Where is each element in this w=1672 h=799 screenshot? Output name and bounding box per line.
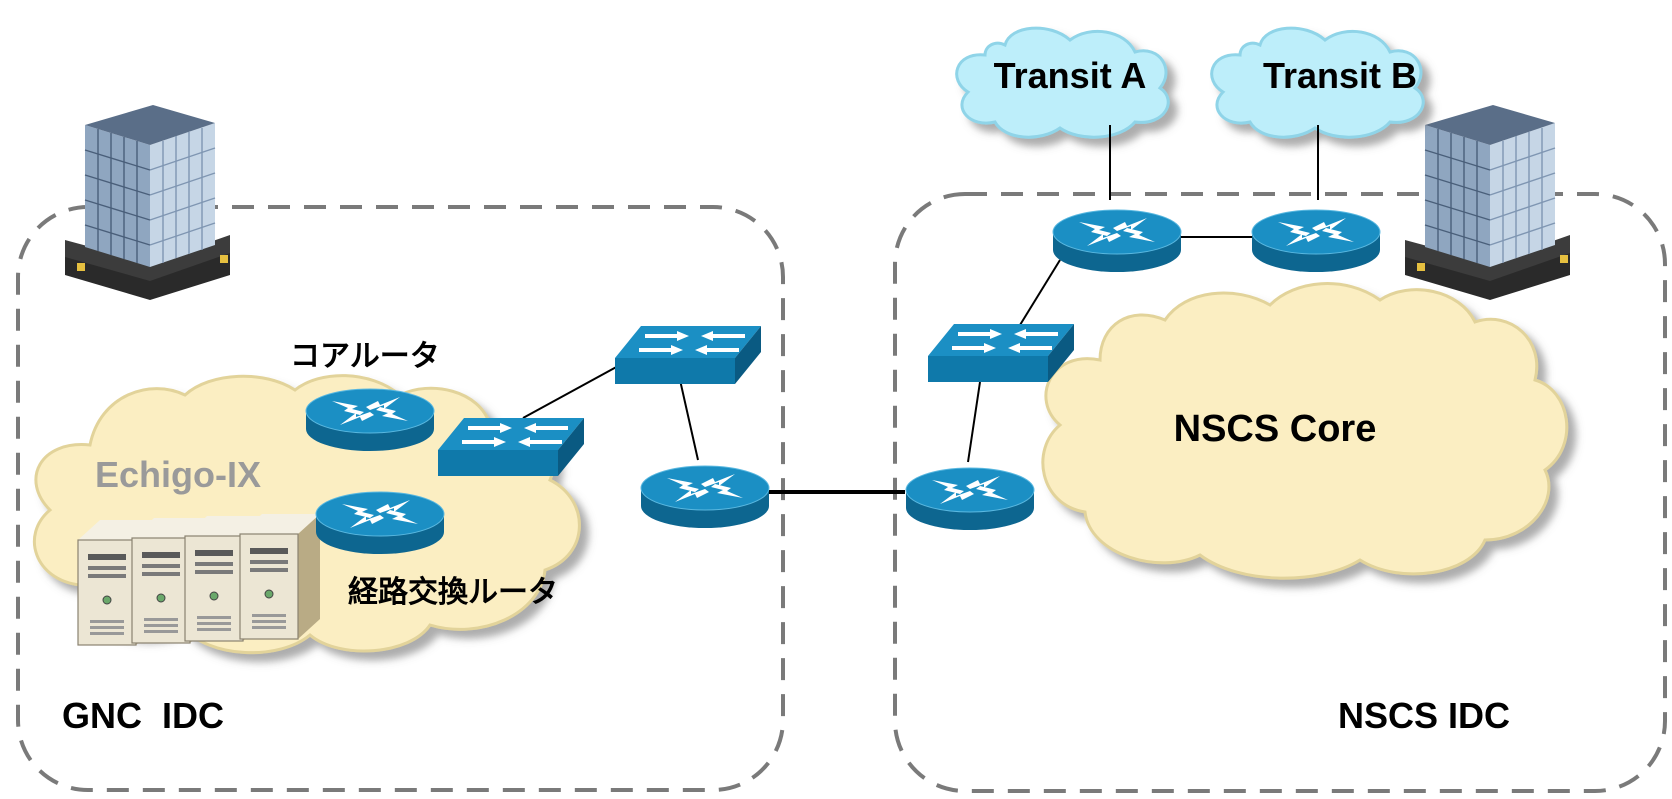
- router-icon: [305, 388, 435, 452]
- switch-icon: [438, 418, 584, 476]
- office-building-icon: [64, 104, 231, 301]
- office-building-icon: [1404, 104, 1571, 301]
- router-icon: [1052, 209, 1182, 273]
- gnc-idc-zone: [16, 205, 785, 792]
- transit-a-label: Transit A: [994, 55, 1147, 96]
- switch-icon: [615, 326, 761, 384]
- transit-b-label: Transit B: [1263, 55, 1417, 96]
- server-tower-icon: [239, 513, 321, 640]
- router-icon: [640, 465, 770, 529]
- core-router-label: コアルータ: [290, 340, 440, 373]
- switch-icon: [928, 324, 1074, 382]
- transit-a-cloud: [955, 26, 1170, 139]
- router-icon: [1251, 209, 1381, 273]
- router-icon: [905, 467, 1035, 531]
- connection-lines: [522, 125, 1319, 463]
- nscs-core-cloud: [1041, 282, 1569, 580]
- nscs-core-label: NSCS Core: [1174, 408, 1377, 450]
- nscs-idc-label: NSCS IDC: [1338, 695, 1510, 736]
- transit-b-cloud: [1210, 26, 1425, 139]
- router-icon: [315, 491, 445, 555]
- gnc-idc-label: GNC IDC: [62, 695, 224, 736]
- route-exchange-router-label: 経路交換ルータ: [348, 575, 558, 609]
- echigo-ix-label: Echigo-IX: [95, 454, 261, 495]
